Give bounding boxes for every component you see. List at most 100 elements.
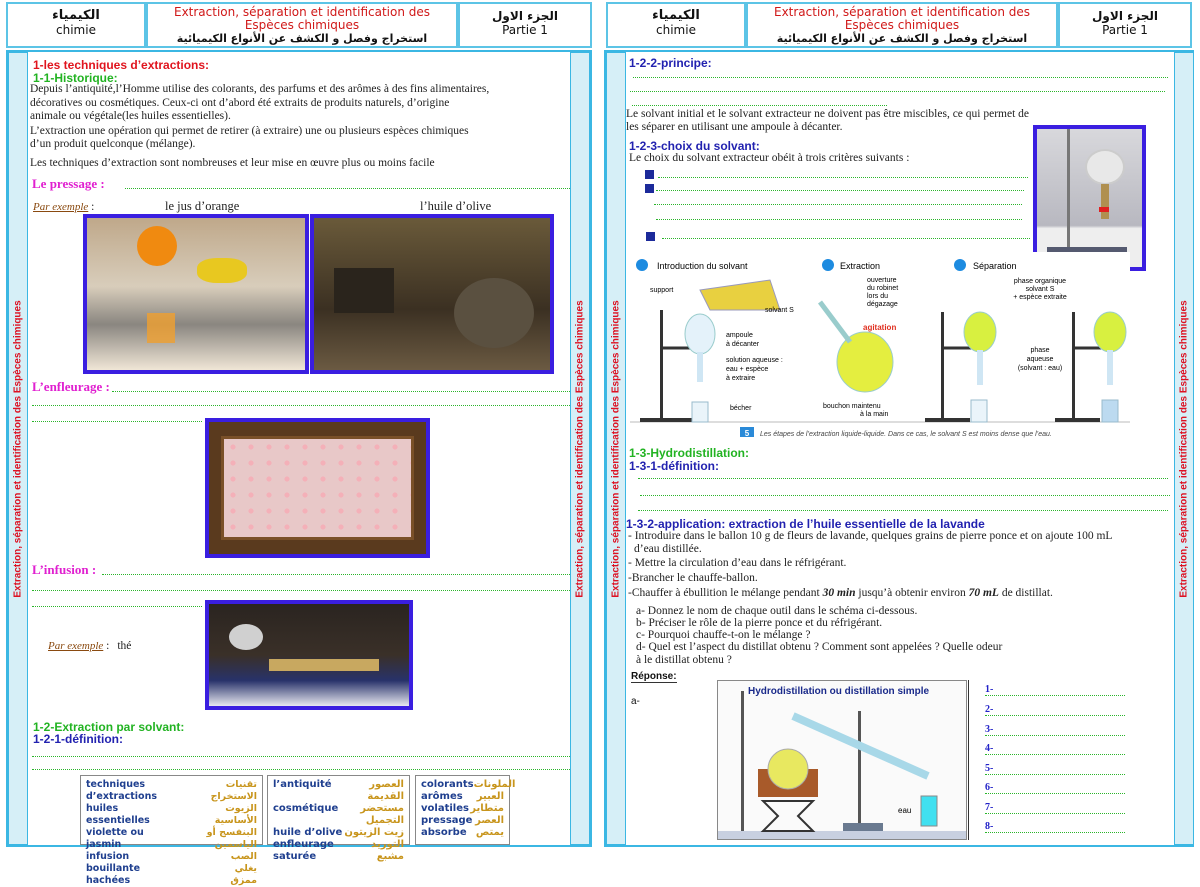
stand-rod bbox=[1072, 312, 1075, 422]
stand-base bbox=[925, 418, 970, 422]
right-side-strip-right: Extraction, séparation et identification… bbox=[1174, 52, 1194, 845]
example-label-tea: Par exemple : thé bbox=[48, 636, 131, 654]
colon: : bbox=[88, 201, 95, 213]
title-french-2: Espèces chimiques bbox=[244, 18, 360, 32]
step-text: -Chauffer à ébullition le mélange pendan… bbox=[628, 587, 823, 599]
becher bbox=[1101, 399, 1119, 423]
heading-choix-solvant: 1-2-3-choix du solvant: bbox=[629, 139, 760, 153]
answer-line[interactable] bbox=[633, 77, 1168, 78]
vocab-french: l’antiquité bbox=[273, 779, 332, 790]
orange-juicer-photo bbox=[83, 214, 309, 374]
answer-line[interactable] bbox=[32, 405, 570, 406]
step-line: -Chauffer à ébullition le mélange pendan… bbox=[628, 587, 1053, 599]
part-box: الجزء الاول Partie 1 bbox=[1058, 2, 1192, 48]
vocab-arabic: مشبع bbox=[376, 851, 404, 862]
label-solution: à extraire bbox=[726, 375, 755, 382]
answer-line[interactable] bbox=[638, 478, 1168, 479]
left-side-strip: Extraction, séparation et identification… bbox=[8, 52, 28, 845]
answer-line[interactable] bbox=[125, 188, 570, 189]
vocab-french: volatiles bbox=[421, 803, 469, 814]
answer-line[interactable] bbox=[32, 756, 570, 757]
answer-field-8[interactable]: 8- bbox=[985, 821, 1125, 833]
choix-text: Le choix du solvant extracteur obéit à t… bbox=[629, 152, 910, 164]
funnel-stem bbox=[818, 300, 852, 344]
side-label: Extraction, séparation et identification… bbox=[574, 299, 586, 598]
answer-line[interactable] bbox=[32, 769, 570, 770]
funnel-stem bbox=[697, 352, 703, 382]
answer-a-label: a- bbox=[631, 696, 640, 707]
becher bbox=[691, 401, 709, 423]
liquid-extraction-diagram: Introduction du solvant Extraction Sépar… bbox=[630, 252, 1130, 442]
part-arabic: الجزء الاول bbox=[1092, 9, 1158, 23]
stand-rod bbox=[858, 711, 861, 826]
reponse-label: Réponse: bbox=[631, 671, 677, 683]
step-line: - Mettre la circulation d’eau dans le ré… bbox=[628, 557, 847, 569]
par-exemple: Par exemple bbox=[48, 640, 104, 652]
label-ouverture: lors du bbox=[867, 293, 888, 300]
colon: : bbox=[103, 640, 110, 652]
vocab-arabic: مستحضر التجميل bbox=[360, 803, 404, 826]
bullet-icon bbox=[645, 184, 654, 193]
vocab-arabic: ممزق bbox=[230, 875, 257, 886]
answer-line[interactable] bbox=[102, 574, 570, 575]
answer-line[interactable] bbox=[656, 190, 1024, 191]
heading-definition: 1-2-1-définition: bbox=[33, 732, 123, 746]
answer-field-7[interactable]: 7- bbox=[985, 802, 1125, 814]
answer-line[interactable] bbox=[658, 177, 1028, 178]
label-organique: solvant S bbox=[1026, 286, 1055, 293]
para-line: animale ou végétale(les huiles essentiel… bbox=[30, 110, 231, 122]
answer-line[interactable] bbox=[32, 606, 202, 607]
answer-field-3[interactable]: 3- bbox=[985, 724, 1125, 736]
para-line: L’extraction une opération qui permet de… bbox=[30, 125, 469, 137]
answer-field-4[interactable]: 4- bbox=[985, 743, 1125, 755]
answer-field-6[interactable]: 6- bbox=[985, 782, 1125, 794]
answer-field-1[interactable]: 1- bbox=[985, 684, 1125, 696]
answer-field-5[interactable]: 5- bbox=[985, 763, 1125, 775]
stand-base bbox=[843, 823, 883, 833]
answer-line[interactable] bbox=[638, 510, 1168, 511]
answer-line[interactable] bbox=[654, 204, 1022, 205]
answer-line[interactable] bbox=[112, 391, 570, 392]
answer-line[interactable] bbox=[640, 495, 1170, 496]
flask bbox=[767, 748, 809, 790]
subject-box: الكيمياء chimie bbox=[6, 2, 146, 48]
answer-line[interactable] bbox=[656, 219, 1022, 220]
answer-line[interactable] bbox=[32, 421, 202, 422]
answer-line[interactable] bbox=[630, 91, 1165, 92]
bullet-icon bbox=[646, 232, 655, 241]
title-box: Extraction, séparation et identification… bbox=[746, 2, 1058, 48]
step-line: -Brancher le chauffe-ballon. bbox=[628, 572, 758, 584]
answers-panel bbox=[968, 680, 1128, 840]
answer-line[interactable] bbox=[32, 590, 570, 591]
answer-field-2[interactable]: 2- bbox=[985, 704, 1125, 716]
stand-base bbox=[1055, 418, 1100, 422]
step-a-label: Introduction du solvant bbox=[657, 261, 748, 271]
label-ampoule: ampoule bbox=[726, 332, 753, 339]
funnel-organic bbox=[963, 311, 997, 353]
vocab-french: cosmétique bbox=[273, 803, 339, 814]
left-side-strip-right: Extraction, séparation et identification… bbox=[570, 52, 590, 845]
separatory-funnel-photo bbox=[1033, 125, 1146, 271]
infusion-label: L’infusion : bbox=[32, 562, 97, 577]
question: b- Préciser le rôle de la pierre ponce e… bbox=[636, 617, 883, 629]
label-bouchon: bouchon maintenu bbox=[823, 403, 881, 410]
vocab-arabic: العبير bbox=[476, 791, 504, 802]
label-aqueuse: aqueuse bbox=[1027, 356, 1054, 363]
title-box: Extraction, séparation et identification… bbox=[146, 2, 458, 48]
side-label: Extraction, séparation et identification… bbox=[610, 299, 622, 598]
label-ouverture: du robinet bbox=[867, 285, 898, 292]
answer-line[interactable] bbox=[662, 238, 1030, 239]
duration: 30 min bbox=[822, 587, 856, 599]
vocab-french: hachées bbox=[86, 875, 131, 886]
part-french: Partie 1 bbox=[1102, 23, 1148, 37]
answer-line[interactable] bbox=[632, 105, 887, 106]
